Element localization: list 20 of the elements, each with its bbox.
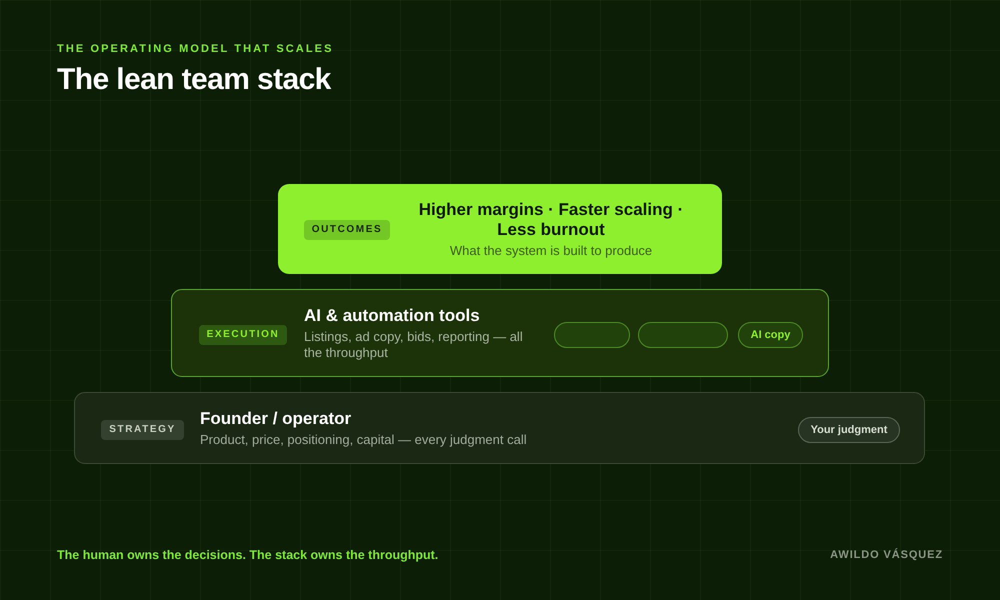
page-title: The lean team stack <box>57 63 331 97</box>
tool-chip <box>554 322 630 348</box>
layer-card <box>74 392 925 464</box>
layer-heading: AI & automation tools <box>304 306 481 326</box>
layer-card <box>171 289 829 377</box>
footer-tagline: The human owns the decisions. The stack owns the throughput. <box>57 548 438 562</box>
layer-description: What the system is built to produce <box>448 243 654 259</box>
layer-description: Product, price, positioning, capital — every judgment call <box>200 432 528 448</box>
tool-chip <box>638 322 728 348</box>
layer-tag: OUTCOMES <box>304 220 390 240</box>
layer-card <box>278 184 722 274</box>
section-eyebrow: THE OPERATING MODEL THAT SCALES <box>57 43 334 55</box>
tool-chip: AI copy <box>738 322 803 348</box>
layer-description: Listings, ad copy, bids, reporting — all the throughput <box>304 329 524 361</box>
layer-tag: EXECUTION <box>199 325 287 345</box>
layer-heading: Higher margins · Faster scaling · Less burnout <box>418 200 684 240</box>
layer-heading: Founder / operator <box>200 409 352 429</box>
layer-tag: STRATEGY <box>101 420 184 440</box>
author-credit: AWILDO VÁSQUEZ <box>830 549 943 561</box>
role-chip: Your judgment <box>798 417 900 443</box>
